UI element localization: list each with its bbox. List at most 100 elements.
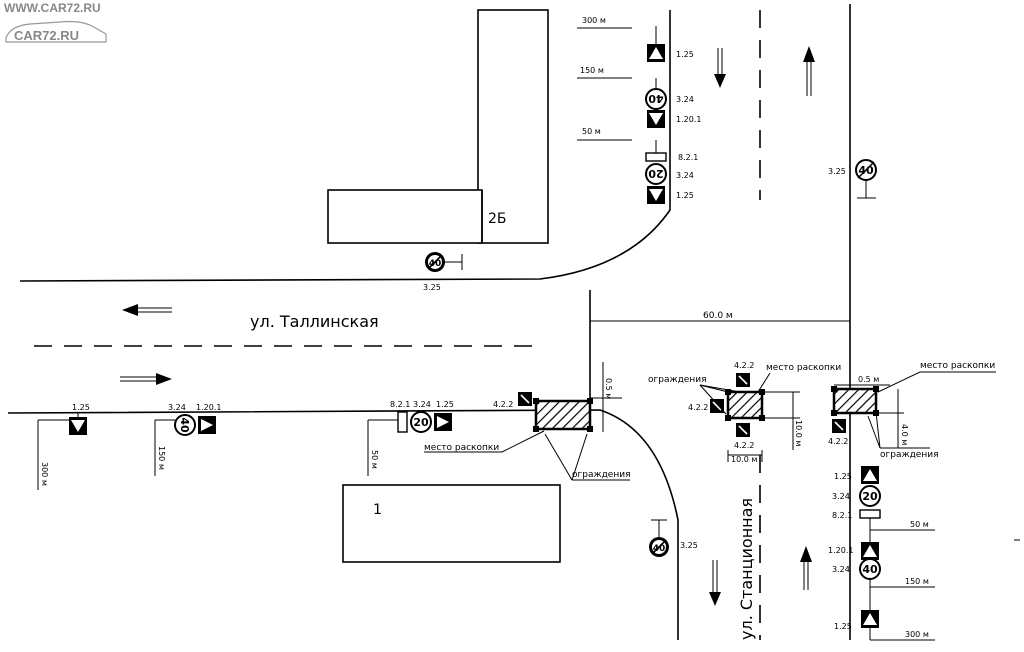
sign-code: 3.24 bbox=[832, 492, 850, 501]
arrow-up-icon bbox=[800, 546, 812, 590]
warning-sign-icon bbox=[69, 417, 87, 435]
sign-code: 1.20.1 bbox=[676, 115, 701, 124]
excavation-label: место раскопки bbox=[920, 361, 995, 371]
sign-code: 3.24 bbox=[832, 565, 850, 574]
sign-code: 3.25 bbox=[423, 283, 441, 292]
end-speed-limit-sign-mid: 40 3.25 bbox=[423, 252, 463, 292]
sign-code: 4.2.2 bbox=[734, 361, 754, 370]
distance-label: 50 м bbox=[910, 520, 929, 529]
street-name-stantsionnaya: ул. Станционная bbox=[737, 498, 756, 640]
speed-limit-sign-icon: 40 bbox=[859, 558, 881, 580]
watermark: WWW.CAR72.RU CAR72.RU bbox=[4, 1, 107, 43]
keep-right-sign-icon bbox=[710, 399, 724, 413]
sign-code: 3.24 bbox=[676, 95, 694, 104]
distance-label: 300 м bbox=[582, 16, 606, 25]
fence-label: ограждения bbox=[572, 470, 630, 480]
speed-limit-sign-icon: 20 bbox=[410, 411, 432, 433]
dimension-label: 0.5 м bbox=[604, 378, 613, 399]
sign-code: 1.20.1 bbox=[828, 546, 853, 555]
sign-code: 1.20.1 bbox=[196, 403, 221, 412]
tallinskaya-north-edge bbox=[19, 10, 671, 282]
warning-sign-icon bbox=[647, 44, 665, 62]
watermark-url: WWW.CAR72.RU bbox=[4, 1, 101, 15]
dimension-label: 10.0 м bbox=[731, 455, 757, 464]
keep-right-sign-icon bbox=[518, 392, 532, 406]
left-sign-row: 300 м 1.25 150 м 40 3.24 1.20.1 50 м 8.2… bbox=[37, 400, 454, 490]
sign-code: 1.25 bbox=[676, 50, 694, 59]
speed-limit-sign-icon: 40 bbox=[174, 414, 196, 436]
speed-limit-value: 20 bbox=[862, 490, 878, 503]
speed-limit-value: 20 bbox=[648, 167, 664, 180]
dimension-label: 0.5 м bbox=[858, 375, 879, 384]
excavation-area bbox=[832, 387, 878, 415]
warning-sign-icon bbox=[434, 413, 452, 431]
sign-code: 4.2.2 bbox=[828, 437, 848, 446]
dimension-60: 60.0 м bbox=[703, 311, 733, 321]
arrow-left-icon bbox=[122, 304, 172, 316]
warning-sign-icon bbox=[198, 416, 216, 434]
sign-code: 3.25 bbox=[828, 167, 846, 176]
building-1 bbox=[342, 484, 561, 563]
distance-label: 150 м bbox=[905, 577, 929, 586]
excavation-label: место раскопки bbox=[424, 443, 499, 453]
end-speed-limit-sign-bottom: 40 3.25 bbox=[649, 519, 698, 557]
sign-code: 1.25 bbox=[676, 191, 694, 200]
sign-code: 8.2.1 bbox=[678, 153, 698, 162]
speed-limit-value: 40 bbox=[862, 563, 878, 576]
sign-code: 8.2.1 bbox=[832, 511, 852, 520]
warning-sign-icon bbox=[861, 542, 879, 560]
building-2b-tower bbox=[477, 9, 549, 244]
sign-code: 1.25 bbox=[834, 622, 852, 631]
warning-sign-icon bbox=[647, 186, 665, 204]
plate-sign-icon bbox=[859, 509, 881, 519]
distance-label: 150 м bbox=[580, 66, 604, 75]
right-sign-column: 1.25 20 3.24 8.2.1 50 м 1.20.1 40 3.24 1… bbox=[828, 466, 935, 641]
building-2b-wing bbox=[327, 189, 483, 244]
plate-sign-icon bbox=[397, 411, 408, 433]
sign-code: 1.25 bbox=[834, 472, 852, 481]
watermark-logo: CAR72.RU bbox=[14, 28, 79, 43]
street-name-tallinskaya: ул. Таллинская bbox=[250, 312, 379, 331]
speed-limit-sign-icon: 20 bbox=[645, 163, 667, 185]
sign-code: 3.24 bbox=[676, 171, 694, 180]
warning-sign-icon bbox=[647, 110, 665, 128]
fence-label: ограждения bbox=[880, 450, 938, 460]
sign-code: 4.2.2 bbox=[493, 400, 513, 409]
building-1-label: 1 bbox=[373, 502, 382, 518]
excavation-label: место раскопки bbox=[766, 363, 841, 373]
speed-limit-sign-icon: 20 bbox=[859, 485, 881, 507]
speed-limit-value: 40 bbox=[429, 259, 442, 269]
keep-right-sign-icon bbox=[736, 373, 750, 387]
sign-code: 3.24 bbox=[413, 400, 431, 409]
tallinskaya-south-edge bbox=[7, 409, 679, 640]
speed-limit-sign-icon: 40 bbox=[645, 88, 667, 110]
plate-sign-icon bbox=[645, 152, 667, 162]
warning-sign-icon bbox=[861, 466, 879, 484]
sign-code: 8.2.1 bbox=[390, 400, 410, 409]
sign-code: 1.25 bbox=[72, 403, 90, 412]
building-2b-label: 2Б bbox=[488, 211, 507, 227]
excavation-site-1: 4.2.2 0.5 м место раскопки ограждения bbox=[424, 362, 630, 481]
distance-label: 150 м bbox=[157, 446, 166, 470]
distance-label: 300 м bbox=[905, 630, 929, 639]
end-speed-limit-sign-tr: 40 3.25 bbox=[828, 159, 877, 199]
speed-limit-value: 20 bbox=[413, 416, 429, 429]
distance-label: 50 м bbox=[582, 127, 601, 136]
sign-code: 3.24 bbox=[168, 403, 186, 412]
sign-code: 4.2.2 bbox=[734, 441, 754, 450]
car-logo-icon bbox=[5, 20, 107, 43]
arrow-down-icon bbox=[714, 48, 726, 88]
top-sign-column: 300 м 150 м 50 м 1.25 40 3.24 1.20.1 8.2… bbox=[577, 16, 701, 204]
arrow-down-icon bbox=[709, 560, 721, 606]
sign-code: 1.25 bbox=[436, 400, 454, 409]
keep-right-sign-icon bbox=[736, 423, 750, 437]
excavation-site-2: 4.2.2 4.2.2 4.2.2 10.0 м 10.0 м огражден… bbox=[648, 361, 841, 464]
excavation-area bbox=[534, 399, 592, 431]
warning-sign-icon bbox=[861, 610, 879, 628]
arrow-right-icon bbox=[120, 373, 172, 385]
fence-label: ограждения bbox=[648, 375, 706, 385]
speed-limit-value: 40 bbox=[648, 92, 664, 105]
sign-code: 3.25 bbox=[680, 541, 698, 550]
speed-limit-value: 40 bbox=[178, 417, 191, 433]
